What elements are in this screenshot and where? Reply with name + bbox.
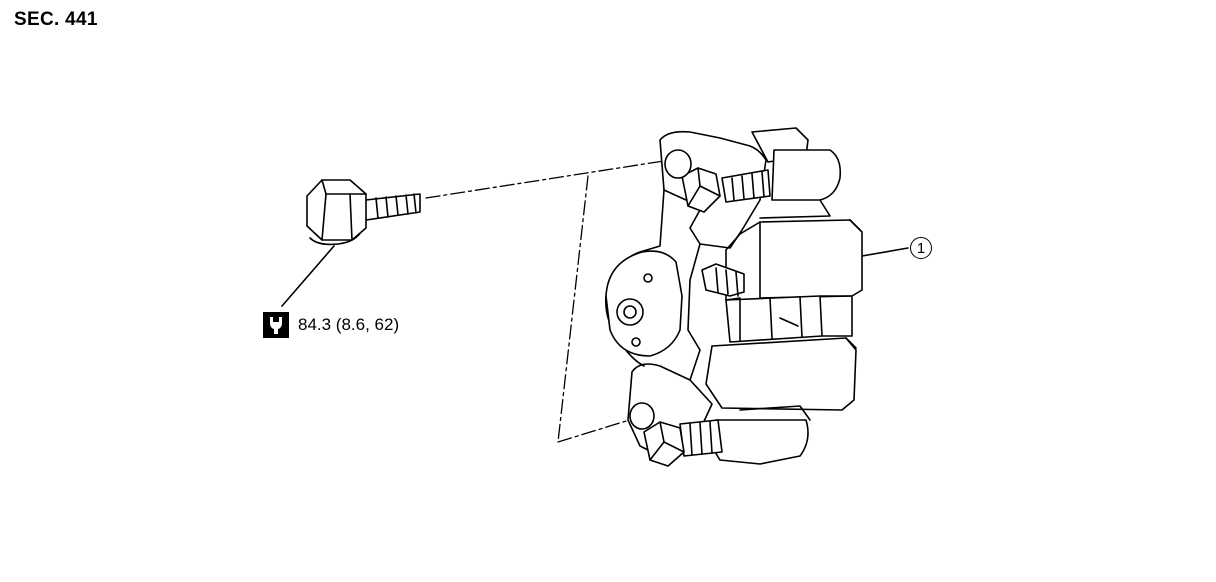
torque-leader-line <box>281 245 335 307</box>
alignment-lines <box>425 159 671 443</box>
torque-value: 84.3 (8.6, 62) <box>298 315 400 334</box>
caliper-bolt <box>306 179 421 246</box>
torque-spec: 84.3 (8.6, 62) <box>263 312 399 338</box>
brake-caliper <box>604 127 863 467</box>
torque-wrench-icon <box>263 312 289 338</box>
callout-leader-line <box>861 247 909 257</box>
section-label: SEC. 441 <box>14 9 98 30</box>
callout-1: 1 <box>910 237 932 259</box>
